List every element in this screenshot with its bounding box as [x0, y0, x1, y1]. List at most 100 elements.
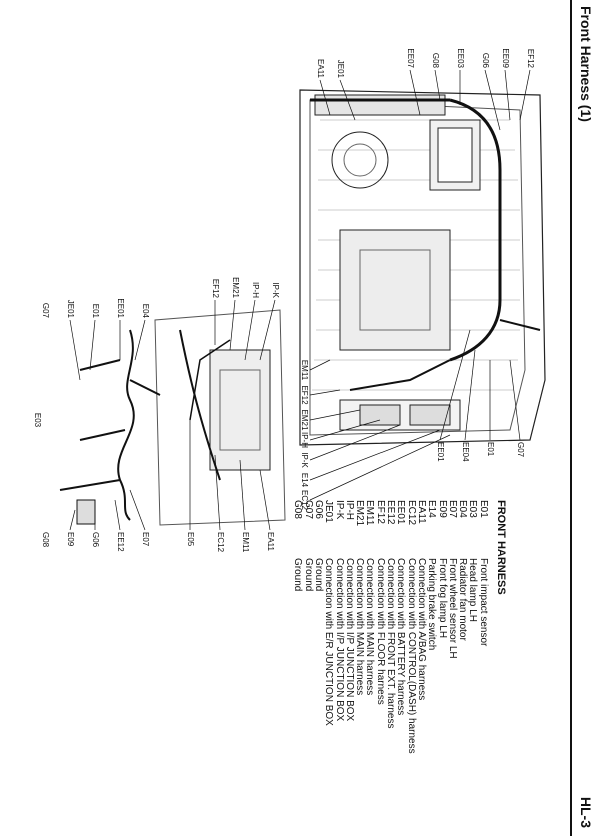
- callout-label: EC12: [300, 490, 309, 511]
- callout-label: EM11: [241, 532, 250, 553]
- callout-label: E07: [141, 532, 150, 547]
- callout-label: E01: [91, 304, 100, 319]
- callout-label: G08: [41, 532, 50, 548]
- legend-code: IP-H: [343, 500, 355, 520]
- callout-leaders-main: [309, 69, 531, 501]
- legend-item: IP-H Connection with I/P JUNCTION BOX: [343, 500, 355, 754]
- callout-label: G06: [91, 532, 100, 548]
- legend-desc: Front impact sensor: [477, 558, 489, 647]
- legend-desc: Front wheel sensor LH: [446, 558, 458, 659]
- callout-label: EE04: [461, 442, 470, 462]
- callout-leaders-detail-top: [189, 299, 276, 531]
- legend-desc: Connection with CONTROL(DASH) harness: [405, 558, 417, 754]
- legend-code: E14: [426, 500, 438, 518]
- instrument-panel-detail: [154, 309, 286, 526]
- legend-code: JE01: [323, 500, 335, 523]
- legend-code: E03: [467, 500, 479, 518]
- legend-desc: Head lamp LH: [467, 558, 479, 622]
- callout-label: EF12: [300, 385, 309, 405]
- legend-desc: Connection with A/BAG harness: [415, 558, 427, 701]
- legend-desc: Connection with E/R JUNCTION BOX: [323, 558, 335, 726]
- legend-desc: Ground: [302, 558, 314, 592]
- callout-label: G06: [481, 53, 490, 69]
- callout-leaders-detail-bottom: [69, 319, 146, 531]
- legend-desc: Ground: [292, 558, 304, 592]
- harness-loose-detail: [59, 329, 161, 525]
- legend-desc: Connection with I/P JUNCTION BOX: [333, 558, 345, 722]
- callout-label: EE03: [456, 48, 465, 68]
- legend-code: EC12: [405, 500, 417, 526]
- legend-code: EE01: [395, 500, 407, 525]
- callout-label: JE01: [66, 300, 75, 319]
- callout-label: E05: [186, 532, 195, 547]
- callout-label: IP-H: [300, 432, 309, 448]
- legend-title: FRONT HARNESS: [495, 500, 507, 595]
- callout-label: EM21: [231, 277, 240, 298]
- legend-code: EM11: [364, 500, 376, 526]
- legend-code: E01: [477, 500, 489, 518]
- legend-code: EA11: [415, 500, 427, 524]
- callout-label: E04: [141, 304, 150, 319]
- legend-code: E09: [436, 500, 448, 518]
- callout-label: E01: [486, 442, 495, 457]
- callout-label: EM21: [300, 410, 309, 431]
- legend-code: G06: [312, 500, 324, 519]
- legend-code: G08: [292, 500, 304, 519]
- legend-desc: Connection with I/P JUNCTION BOX: [343, 558, 355, 722]
- legend-code: EF12: [374, 500, 386, 524]
- legend-desc: Connection with MAIN harness: [364, 558, 376, 696]
- legend-code: IP-K: [333, 500, 345, 520]
- callout-label: EF12: [211, 279, 220, 299]
- callout-label: IP-H: [251, 282, 260, 298]
- callout-label: EE07: [406, 48, 415, 68]
- callout-label: E14: [300, 473, 309, 488]
- legend-desc: Radiator fan motor: [457, 558, 469, 641]
- callout-labels-main: EF12EE09G06EE03G08EE07G07E01EE04EE01JE01…: [300, 48, 535, 510]
- engine-bay-drawing: [299, 89, 546, 446]
- callout-label: EE12: [116, 532, 125, 552]
- legend-code: G07: [302, 500, 314, 519]
- legend-desc: Connection with FRONT EXT. harness: [385, 558, 397, 729]
- legend-desc: Parking brake switch: [426, 558, 438, 651]
- legend-desc: Connection with BATTERY harness: [395, 558, 407, 716]
- callout-label: EE09: [501, 48, 510, 68]
- callout-label: EE01: [116, 298, 125, 318]
- legend-code: EE12: [385, 500, 397, 525]
- callout-label: EE01: [436, 442, 445, 462]
- legend-code: E04: [457, 500, 469, 518]
- legend-desc: Front fog lamp LH: [436, 558, 448, 639]
- callout-label: G07: [516, 442, 525, 458]
- legend-desc: Ground: [312, 558, 324, 592]
- callout-label: G07: [41, 303, 50, 319]
- legend-code: EM21: [354, 500, 366, 527]
- callout-label: EC12: [216, 532, 225, 553]
- legend-desc: Connection with MAIN harness: [354, 558, 366, 696]
- callout-label: EF12: [526, 49, 535, 69]
- callout-label: IP-K: [300, 452, 309, 468]
- legend-item: IP-K Connection with I/P JUNCTION BOX: [333, 500, 345, 754]
- callout-label: G08: [431, 53, 440, 69]
- callout-label: IP-K: [271, 282, 280, 298]
